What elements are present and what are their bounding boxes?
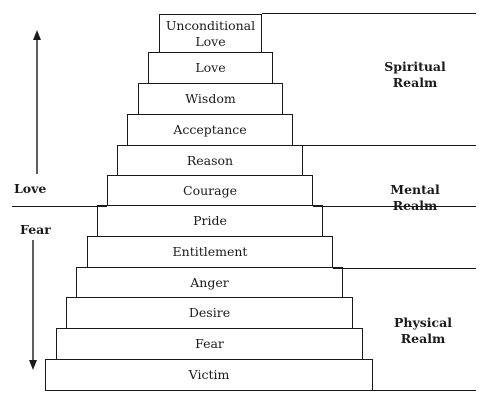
realm-divider-bottom — [373, 390, 476, 391]
love-label: Love — [14, 181, 47, 196]
step-label: Courage — [183, 183, 237, 199]
step-courage: Courage — [107, 175, 313, 207]
realm-divider-mental-physical — [333, 268, 476, 269]
step-label: Love — [195, 60, 226, 76]
love-fear-divider — [12, 206, 107, 207]
step-label: Anger — [190, 275, 229, 291]
step-label: Wisdom — [185, 91, 236, 107]
step-reason: Reason — [117, 145, 303, 177]
step-label: Victim — [188, 367, 230, 383]
step-label: Entitlement — [172, 244, 248, 260]
step-entitlement: Entitlement — [87, 236, 333, 268]
realm-divider-mental-internal — [313, 206, 476, 207]
step-label: Desire — [188, 305, 231, 321]
step-label: Unconditional Love — [165, 18, 256, 49]
step-love: Love — [148, 52, 273, 84]
step-label: Pride — [193, 213, 227, 229]
physical-realm-label: Physical Realm — [394, 315, 452, 347]
realm-divider-top — [262, 13, 476, 14]
up-arrow-icon — [33, 30, 41, 174]
step-unconditional-love: Unconditional Love — [159, 14, 262, 54]
step-victim: Victim — [45, 359, 373, 391]
step-label: Fear — [195, 336, 224, 352]
down-arrow-icon — [29, 240, 37, 370]
spiritual-realm-label: Spiritual Realm — [384, 59, 446, 91]
step-pride: Pride — [97, 205, 323, 237]
fear-label: Fear — [20, 222, 51, 237]
mental-realm-label: Mental Realm — [390, 182, 440, 214]
step-label: Acceptance — [173, 122, 247, 138]
step-acceptance: Acceptance — [127, 114, 293, 146]
step-label: Reason — [186, 153, 234, 169]
realm-divider-spiritual-mental — [303, 145, 476, 146]
